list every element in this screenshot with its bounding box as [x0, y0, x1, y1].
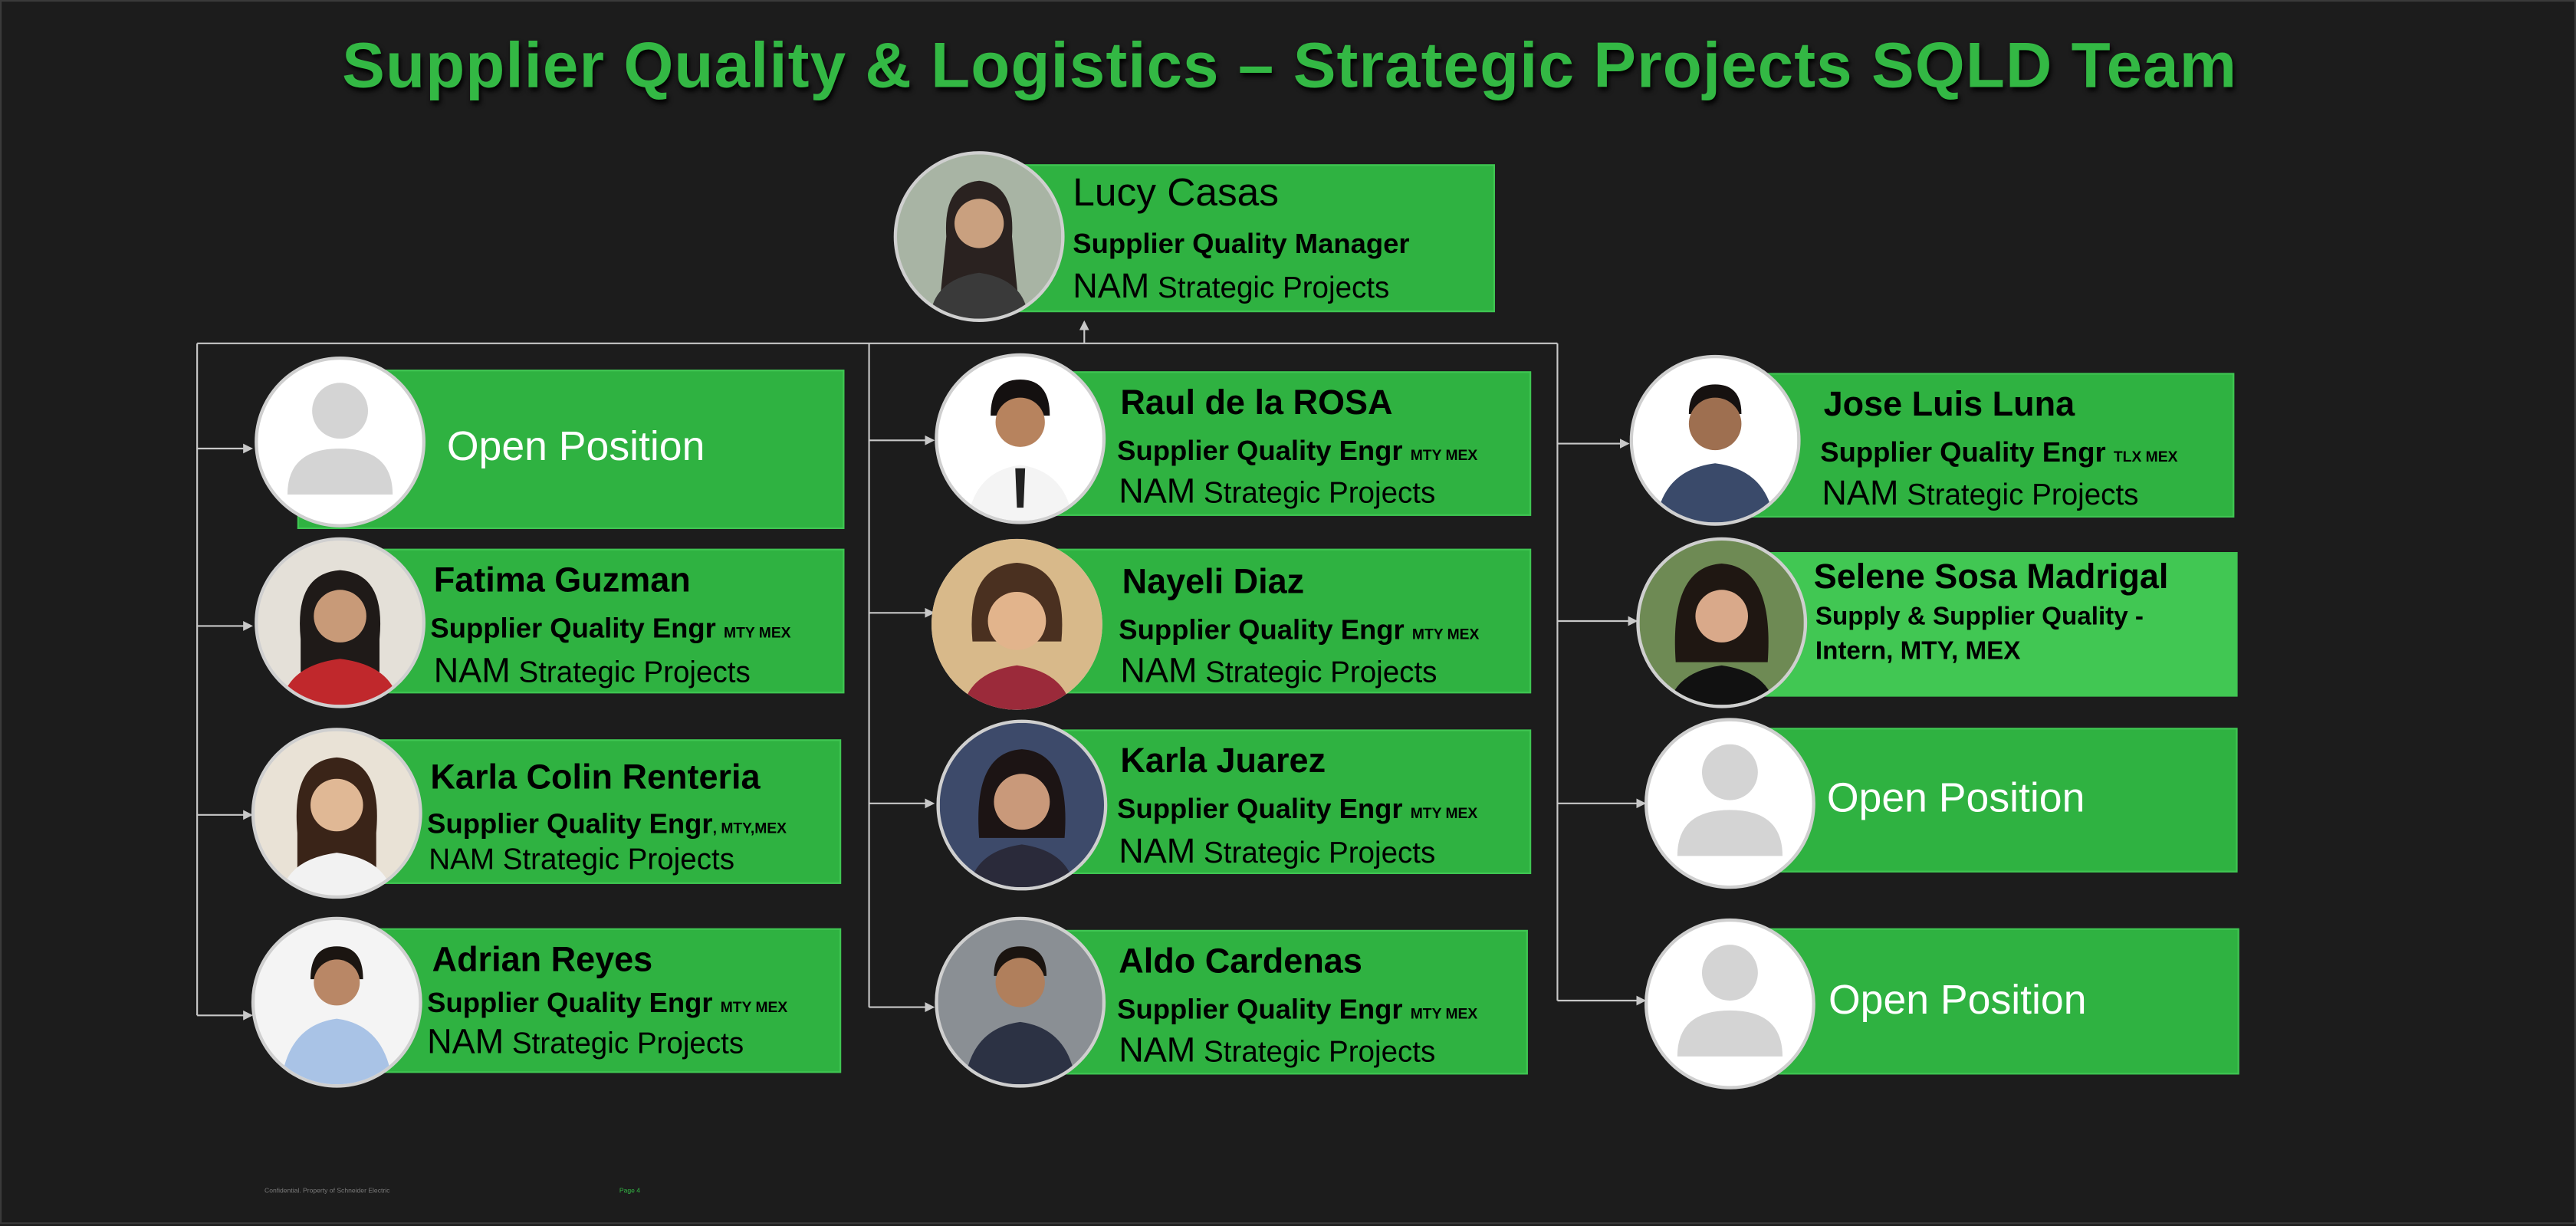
manager-location: NAM Strategic Projects [1073, 268, 1390, 306]
employee-role: Supplier Quality Engr MTY MEX [1119, 614, 1480, 646]
person-silhouette-icon [1644, 918, 1815, 1090]
slide-title: Supplier Quality & Logistics – Strategic… [342, 31, 2238, 102]
manager-name: Lucy Casas [1073, 170, 1279, 215]
employee-role: Supplier Quality Engr MTY MEX [1117, 994, 1478, 1026]
person-photo-icon [251, 916, 422, 1088]
employee-role: Supplier Quality Engr, MTY,MEX [427, 808, 787, 840]
person-photo-icon [255, 537, 426, 708]
person-photo-icon [935, 353, 1106, 524]
employee-location: NAM Strategic Projects [433, 652, 751, 690]
employee-name: Aldo Cardenas [1119, 943, 1362, 981]
employee-name: Jose Luis Luna [1823, 386, 2075, 424]
employee-location: NAM Strategic Projects [429, 843, 734, 876]
person-photo-icon [932, 538, 1102, 710]
person-photo-icon [251, 728, 422, 899]
employee-card [1730, 552, 2238, 697]
employee-card [340, 739, 842, 884]
employee-card [1025, 548, 1532, 694]
employee-card [1025, 371, 1532, 516]
employee-role: Supplier Quality Engr MTY MEX [1117, 794, 1478, 825]
employee-role: Supplier Quality Engr MTY MEX [430, 613, 791, 644]
employee-card [1025, 729, 1532, 874]
employee-name: Fatima Guzman [433, 561, 691, 600]
employee-name: Karla Juarez [1120, 742, 1326, 781]
manager-role: Supplier Quality Manager [1073, 228, 1410, 260]
person-photo-icon [1636, 537, 1808, 708]
open-position-label: Open Position [446, 423, 705, 470]
employee-name: Adrian Reyes [432, 941, 653, 980]
employee-name: Selene Sosa Madrigal [1813, 558, 2169, 597]
page-number: Page 4 [619, 1186, 641, 1195]
manager-card [1007, 164, 1495, 313]
employee-role: Supply & Supplier Quality -Intern, MTY, … [1815, 603, 2144, 666]
employee-location: NAM Strategic Projects [1822, 475, 2139, 513]
employee-name: Nayeli Diaz [1122, 564, 1305, 602]
person-photo-icon [936, 719, 1108, 891]
person-silhouette-icon [255, 357, 426, 528]
employee-card [1025, 929, 1528, 1075]
person-silhouette-icon [1644, 718, 1815, 889]
employee-location: NAM Strategic Projects [1119, 833, 1436, 871]
open-position-label: Open Position [1826, 775, 2085, 822]
person-photo-icon [1629, 354, 1801, 526]
employee-role: Supplier Quality Engr TLX MEX [1820, 437, 2178, 468]
employee-name: Raul de la ROSA [1120, 384, 1393, 422]
confidential-note: Confidential. Property of Schneider Elec… [264, 1186, 390, 1195]
open-position-label: Open Position [1829, 978, 2087, 1024]
employee-location: NAM Strategic Projects [427, 1024, 744, 1062]
employee-location: NAM Strategic Projects [1120, 652, 1438, 690]
employee-card [1727, 373, 2235, 518]
person-photo-icon [935, 916, 1106, 1088]
employee-location: NAM Strategic Projects [1119, 473, 1436, 511]
employee-name: Karla Colin Renteria [430, 758, 761, 797]
employee-location: NAM Strategic Projects [1119, 1031, 1436, 1070]
person-photo-icon [893, 151, 1065, 322]
employee-role: Supplier Quality Engr MTY MEX [427, 987, 788, 1019]
employee-role: Supplier Quality Engr MTY MEX [1117, 435, 1478, 467]
